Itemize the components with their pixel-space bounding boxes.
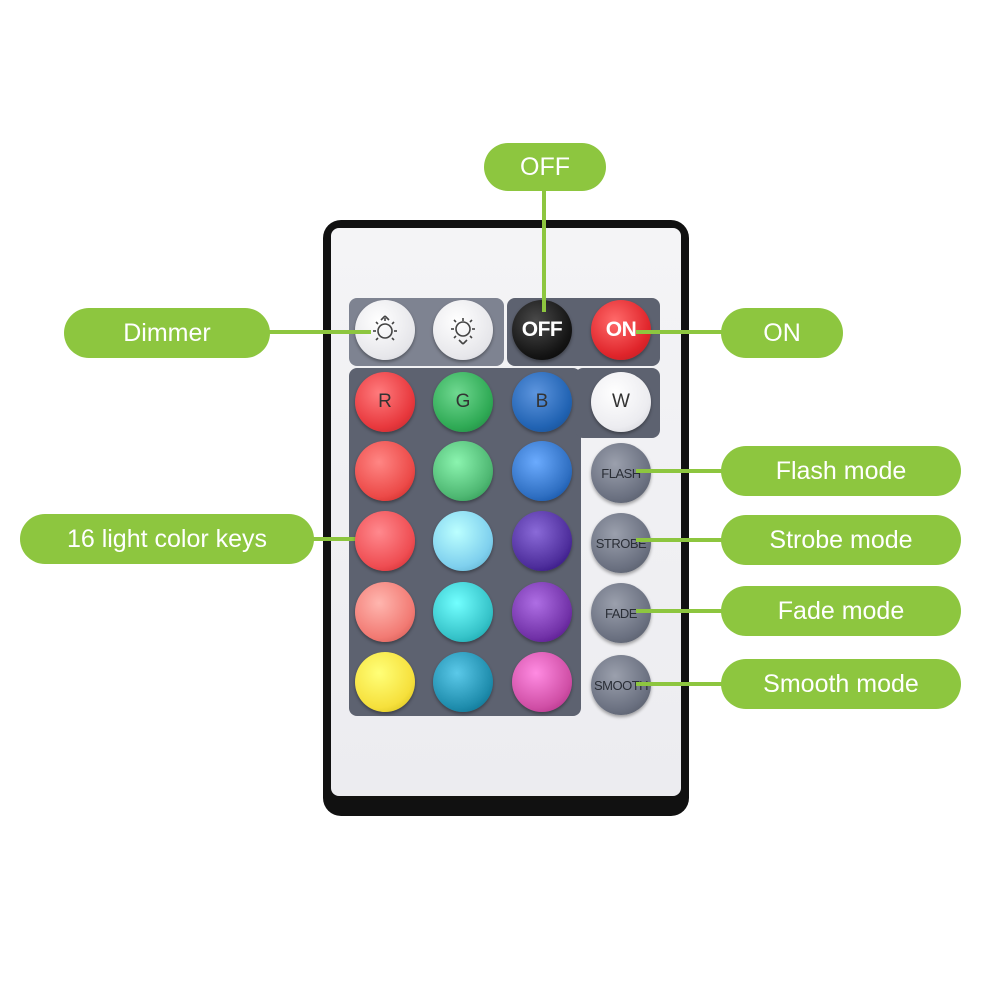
fade-button-label: FADE — [605, 605, 637, 621]
blue-button[interactable]: B — [512, 372, 572, 432]
smooth-callout-line — [636, 682, 724, 686]
flash-mode-callout: Flash mode — [721, 446, 961, 496]
flash-button-label: FLASH — [601, 465, 641, 481]
red-button-label: R — [378, 391, 392, 412]
color-key-3-3[interactable] — [512, 511, 572, 571]
fade-mode-button[interactable]: FADE — [591, 583, 651, 643]
strobe-callout-line — [636, 538, 724, 542]
strobe-mode-callout: Strobe mode — [721, 515, 961, 565]
green-button-label: G — [455, 391, 471, 412]
smooth-mode-callout: Smooth mode — [721, 659, 961, 709]
dimmer-down-button[interactable] — [433, 300, 493, 360]
green-button[interactable]: G — [433, 372, 493, 432]
fade-mode-callout: Fade mode — [721, 586, 961, 636]
white-button-label: W — [612, 391, 630, 412]
white-button[interactable]: W — [591, 372, 651, 432]
color-key-5-3[interactable] — [512, 652, 572, 712]
off-callout-line — [542, 188, 546, 312]
on-callout: ON — [721, 308, 843, 358]
flash-callout-line — [636, 469, 724, 473]
color-key-2-3[interactable] — [512, 441, 572, 501]
color-key-5-1[interactable] — [355, 652, 415, 712]
red-button[interactable]: R — [355, 372, 415, 432]
color-key-5-2[interactable] — [433, 652, 493, 712]
color-key-2-1[interactable] — [355, 441, 415, 501]
strobe-mode-button[interactable]: STROBE — [591, 513, 651, 573]
on-button-label: ON — [605, 318, 637, 341]
flash-mode-button[interactable]: FLASH — [591, 443, 651, 503]
sun-brightness-up-icon — [373, 315, 397, 341]
color-key-4-3[interactable] — [512, 582, 572, 642]
on-callout-line — [636, 330, 724, 334]
off-button-label: OFF — [521, 318, 563, 341]
fade-callout-line — [636, 609, 724, 613]
off-callout: OFF — [484, 143, 606, 191]
color-key-4-1[interactable] — [355, 582, 415, 642]
color-key-3-2[interactable] — [433, 511, 493, 571]
color-keys-callout-line — [312, 537, 362, 541]
dimmer-callout-line — [266, 330, 371, 334]
dimmer-up-button[interactable] — [355, 300, 415, 360]
blue-button-label: B — [535, 391, 549, 412]
sun-brightness-down-icon — [451, 318, 475, 345]
color-keys-callout: 16 light color keys — [20, 514, 314, 564]
dimmer-callout: Dimmer — [64, 308, 270, 358]
color-key-4-2[interactable] — [433, 582, 493, 642]
color-key-3-1[interactable] — [355, 511, 415, 571]
color-key-2-2[interactable] — [433, 441, 493, 501]
